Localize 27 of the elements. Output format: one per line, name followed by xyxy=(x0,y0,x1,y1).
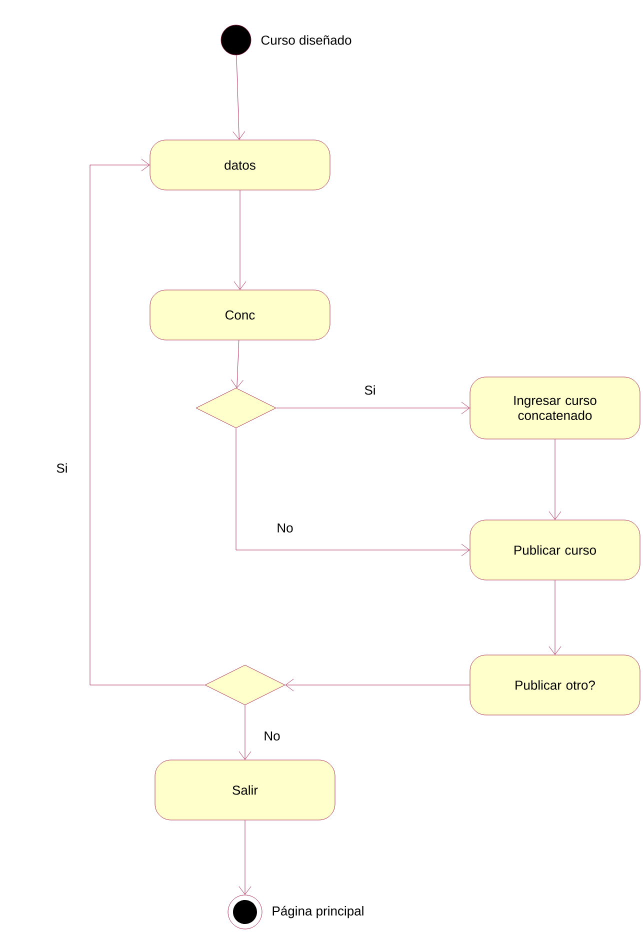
activity-box: Publicar curso xyxy=(470,520,640,580)
arrow xyxy=(232,54,246,140)
activity-box: Ingresar curso concatenado xyxy=(470,376,640,440)
node-caption: Página principal xyxy=(272,906,364,918)
node-caption: Curso diseñado xyxy=(261,35,352,45)
activity-box: Publicar otro? xyxy=(470,654,640,716)
decision-diamond xyxy=(196,388,276,428)
end-circle xyxy=(228,894,262,930)
activity-box: Conc xyxy=(150,290,330,340)
arrow xyxy=(548,439,562,520)
edge-label: No xyxy=(274,521,296,535)
arrow xyxy=(238,820,252,895)
edge-label: Si xyxy=(362,383,378,397)
arrow xyxy=(90,158,205,686)
arrow xyxy=(238,705,252,760)
arrow xyxy=(548,580,562,655)
arrow xyxy=(285,678,470,692)
arrow xyxy=(236,428,470,556)
activity-box: datos xyxy=(150,140,330,190)
arrow xyxy=(234,190,246,290)
start-circle xyxy=(220,24,252,56)
arrow xyxy=(276,402,470,414)
decision-diamond xyxy=(204,664,286,706)
edge-label: No xyxy=(262,729,282,743)
arrow xyxy=(231,340,244,388)
edge-label: Si xyxy=(54,461,70,475)
activity-box: Salir xyxy=(154,760,336,820)
